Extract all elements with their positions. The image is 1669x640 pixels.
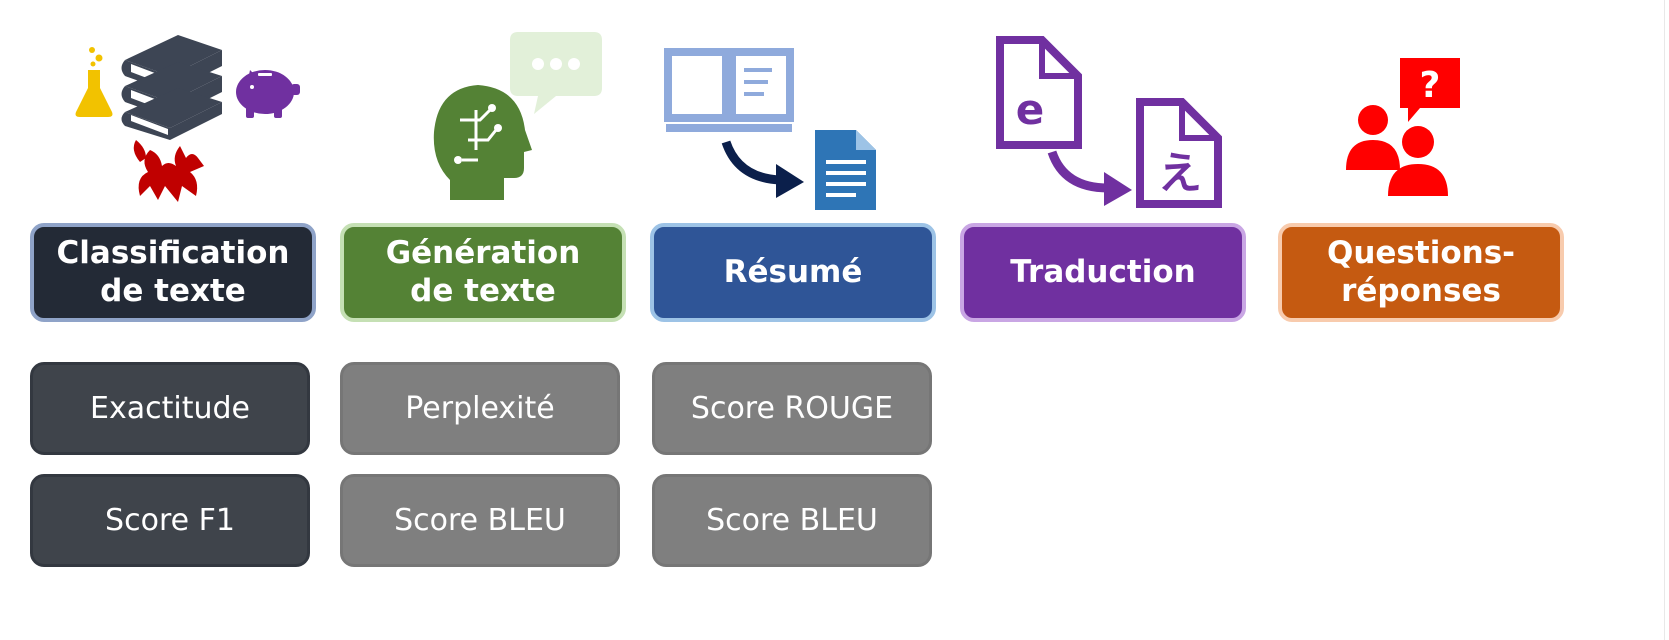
metric-label: Exactitude [90,391,250,426]
arrow-icon [1047,150,1132,206]
document-icon [815,130,876,210]
piggy-bank-icon [236,70,300,118]
task-qa: Questions- réponses [1278,223,1564,322]
task-translation: Traduction [960,223,1246,322]
file-japanese-icon: え [1136,98,1222,208]
metric-classification-accuracy: Exactitude [30,362,310,455]
question-bubble-icon: ? [1400,58,1460,122]
right-edge-line [1664,0,1665,640]
task-summary: Résumé [650,223,936,322]
people-icon [1346,105,1448,196]
head-circuit-icon [433,85,532,200]
file-e-icon: e [996,36,1082,149]
task-label: Questions- réponses [1326,234,1516,309]
metric-label: Perplexité [405,391,555,426]
task-label: Résumé [723,253,863,290]
metric-label: Score ROUGE [690,391,894,426]
latin-letter-text: e [1016,85,1045,134]
metric-generation-bleu: Score BLEU [340,474,620,567]
books-icon [121,35,222,140]
metric-label: Score F1 [105,503,235,538]
dragon-icon [133,140,204,202]
arrow-icon [721,140,804,198]
task-label: Traduction [1010,253,1196,290]
task-classification: Classification de texte [30,223,316,322]
metric-label: Score BLEU [706,503,878,538]
task-generation: Génération de texte [340,223,626,322]
metric-classification-f1: Score F1 [30,474,310,567]
flask-icon [75,47,113,117]
task-label: Classification de texte [56,234,290,309]
metric-label: Score BLEU [394,503,566,538]
metric-summary-rouge: Score ROUGE [652,362,932,455]
speech-bubble-icon [510,32,602,114]
metric-generation-perplexity: Perplexité [340,362,620,455]
metric-summary-bleu: Score BLEU [652,474,932,567]
open-book-icon [664,48,794,132]
task-label: Génération de texte [385,234,581,309]
question-mark-text: ? [1420,65,1441,106]
japanese-letter-text: え [1158,148,1202,199]
